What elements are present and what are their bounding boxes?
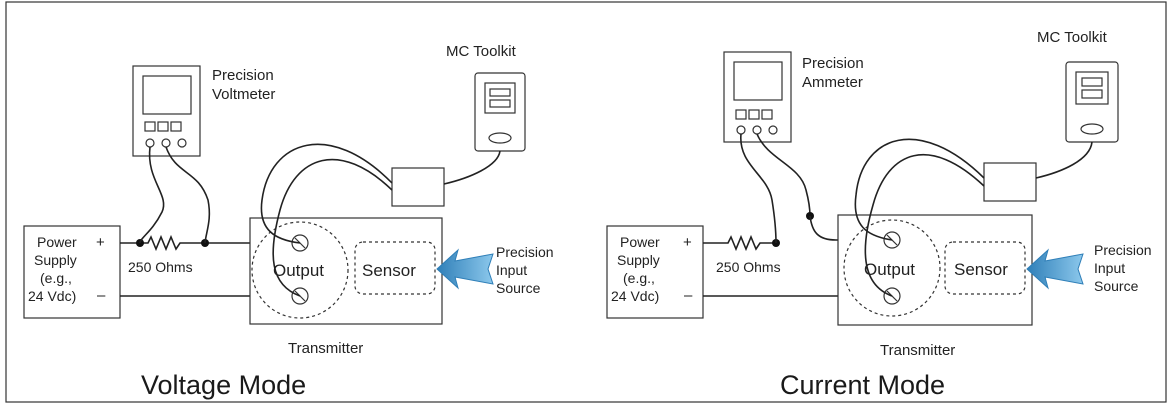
voltage-modem-box [391,167,445,207]
voltage-input-label-3: Source [496,280,541,296]
outer-frame [5,1,1167,403]
voltage-top-wire [120,234,300,252]
current-transmitter-label: Transmitter [880,342,955,359]
voltage-toolkit-bar-1 [489,88,511,97]
voltage-sensor-label: Sensor [362,261,416,280]
current-minus-sign: – [684,287,693,304]
ammeter-lead-right [756,133,811,217]
ammeter-button-3 [761,109,773,120]
voltmeter-button-1 [144,121,156,132]
current-power-label-3: (e.g., [623,270,655,286]
current-power-label-2: Supply [617,252,660,268]
voltage-power-supply-box [23,225,121,319]
voltage-minus-sign: – [97,287,106,304]
voltage-toolkit-screen [484,82,516,114]
voltage-plus-sign: + [96,234,105,251]
current-sensor-label: Sensor [954,260,1008,279]
current-toolkit-bar-1 [1081,77,1103,87]
voltage-toolkit-bar-2 [489,99,511,108]
ammeter-jack-1 [736,125,746,135]
voltage-transmitter-label: Transmitter [288,340,363,357]
current-meter-to-output-wire [809,215,892,241]
ammeter-jack-2 [752,125,762,135]
current-toolkit-label: MC Toolkit [1037,29,1108,46]
current-toolkit-screen [1075,71,1109,105]
ammeter-screen [733,61,783,101]
voltmeter-jack-2 [161,138,171,148]
current-output-label: Output [864,260,915,279]
voltmeter-button-2 [157,121,169,132]
current-mode-title: Current Mode [780,370,945,400]
voltage-input-arrow-icon [436,248,494,290]
current-input-label-2: Input [1094,260,1125,276]
voltage-resistor-label: 250 Ohms [128,259,193,275]
voltmeter-jack-1 [145,138,155,148]
voltmeter-button-3 [170,121,182,132]
current-plus-sign: + [683,234,692,251]
voltage-output-label: Output [273,261,324,280]
voltage-toolkit-cable [443,150,501,185]
current-power-label-1: Power [620,234,660,250]
ammeter-button-2 [748,109,760,120]
current-top-wire [703,234,776,252]
voltage-input-label-1: Precision [496,244,554,260]
voltage-power-label-1: Power [37,234,77,250]
current-modem-box [983,162,1037,202]
voltmeter-label-2: Voltmeter [212,86,275,103]
voltage-toolkit-button [488,132,512,144]
voltage-power-label-2: Supply [34,252,77,268]
current-input-label-3: Source [1094,278,1139,294]
current-hart-lead-bottom [864,153,985,297]
voltmeter-lead-left [139,146,165,244]
ammeter-button-1 [735,109,747,120]
voltage-power-label-4: 24 Vdc) [28,288,76,304]
voltage-output-dashed-circle [251,221,349,319]
voltage-power-label-3: (e.g., [40,270,72,286]
current-output-dashed-circle [843,219,941,317]
ammeter-label-2: Ammeter [802,74,863,91]
current-input-label-1: Precision [1094,242,1152,258]
voltage-mode-diagram: Power Supply (e.g., 24 Vdc) + – 250 Ohms… [23,43,554,400]
current-input-arrow-icon [1026,248,1084,290]
voltage-toolkit-label: MC Toolkit [446,43,517,60]
voltage-input-label-2: Input [496,262,527,278]
ammeter-label-1: Precision [802,55,864,72]
voltmeter-lead-right [165,146,211,244]
current-toolkit-cable [1035,141,1093,179]
ammeter-jack-3 [768,125,778,135]
current-power-label-4: 24 Vdc) [611,288,659,304]
current-power-supply-box [606,225,704,319]
voltage-hart-lead-bottom [272,158,393,297]
current-resistor-label: 250 Ohms [716,259,781,275]
current-toolkit-bar-2 [1081,89,1103,99]
voltmeter-screen [142,75,192,115]
voltmeter-jack-3 [177,138,187,148]
voltage-mode-title: Voltage Mode [141,370,306,400]
voltage-sensor-dashed-box [354,241,436,295]
current-toolkit-button [1080,123,1104,135]
ammeter-lead-left [740,133,777,244]
current-sensor-dashed-box [944,241,1026,295]
voltmeter-label-1: Precision [212,67,274,84]
current-mode-diagram: Power Supply (e.g., 24 Vdc) + – 250 Ohms… [606,29,1152,400]
